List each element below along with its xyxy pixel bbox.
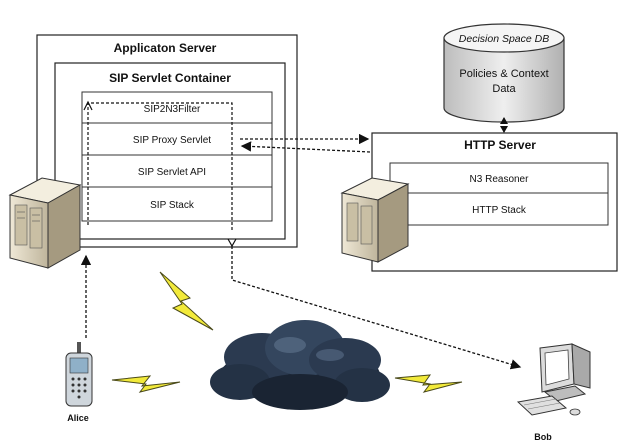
desktop-computer-icon xyxy=(516,343,591,416)
decision-space-database: Decision Space DB Policies & Context Dat… xyxy=(443,23,565,123)
layer-http-stack xyxy=(389,192,609,226)
layer-sip2n3filter xyxy=(81,91,273,124)
http-server: HTTP Server N3 Reasoner HTTP Stack xyxy=(371,132,618,272)
layer-label: SIP Stack xyxy=(150,200,195,211)
sip-layer-stack: SIP2N3Filter SIP Proxy Servlet SIP Servl… xyxy=(81,91,273,222)
layer-label: SIP Proxy Servlet xyxy=(133,135,211,146)
lightning-icon xyxy=(394,374,463,393)
database-top xyxy=(443,23,565,53)
layer-label: HTTP Stack xyxy=(472,205,527,216)
http-to-proxy-arrow xyxy=(240,141,371,153)
cloud-icon xyxy=(210,320,390,410)
layer-sip-stack xyxy=(81,186,273,222)
layer-sip-servlet-api xyxy=(81,154,273,188)
bob-label: Bob xyxy=(534,432,552,442)
application-server: Applicaton Server SIP Servlet Container … xyxy=(36,34,298,248)
db-http-connector xyxy=(500,117,508,133)
layer-label: SIP2N3Filter xyxy=(144,104,201,115)
http-server-title: HTTP Server xyxy=(464,138,536,152)
lightning-icon xyxy=(111,375,181,393)
layer-label: SIP Servlet API xyxy=(138,167,206,178)
database-body xyxy=(443,37,565,123)
lightning-icon xyxy=(159,271,214,331)
database-label-line2: Data xyxy=(492,83,516,95)
server-tower-icon xyxy=(8,177,82,269)
database-label-line1: Policies & Context xyxy=(459,68,548,80)
database-title: Decision Space DB xyxy=(459,33,549,45)
sip-servlet-container-title: SIP Servlet Container xyxy=(109,71,231,85)
alice-label: Alice xyxy=(67,413,89,423)
layer-label: N3 Reasoner xyxy=(470,174,530,185)
mobile-phone-icon xyxy=(65,342,93,407)
server-to-bob-arrow xyxy=(231,246,522,370)
flow-arrowhead xyxy=(83,100,93,111)
application-server-title: Applicaton Server xyxy=(114,41,217,55)
server-tower-icon xyxy=(340,177,410,263)
sip-message-flow-path xyxy=(87,102,233,232)
layer-n3-reasoner xyxy=(389,162,609,194)
